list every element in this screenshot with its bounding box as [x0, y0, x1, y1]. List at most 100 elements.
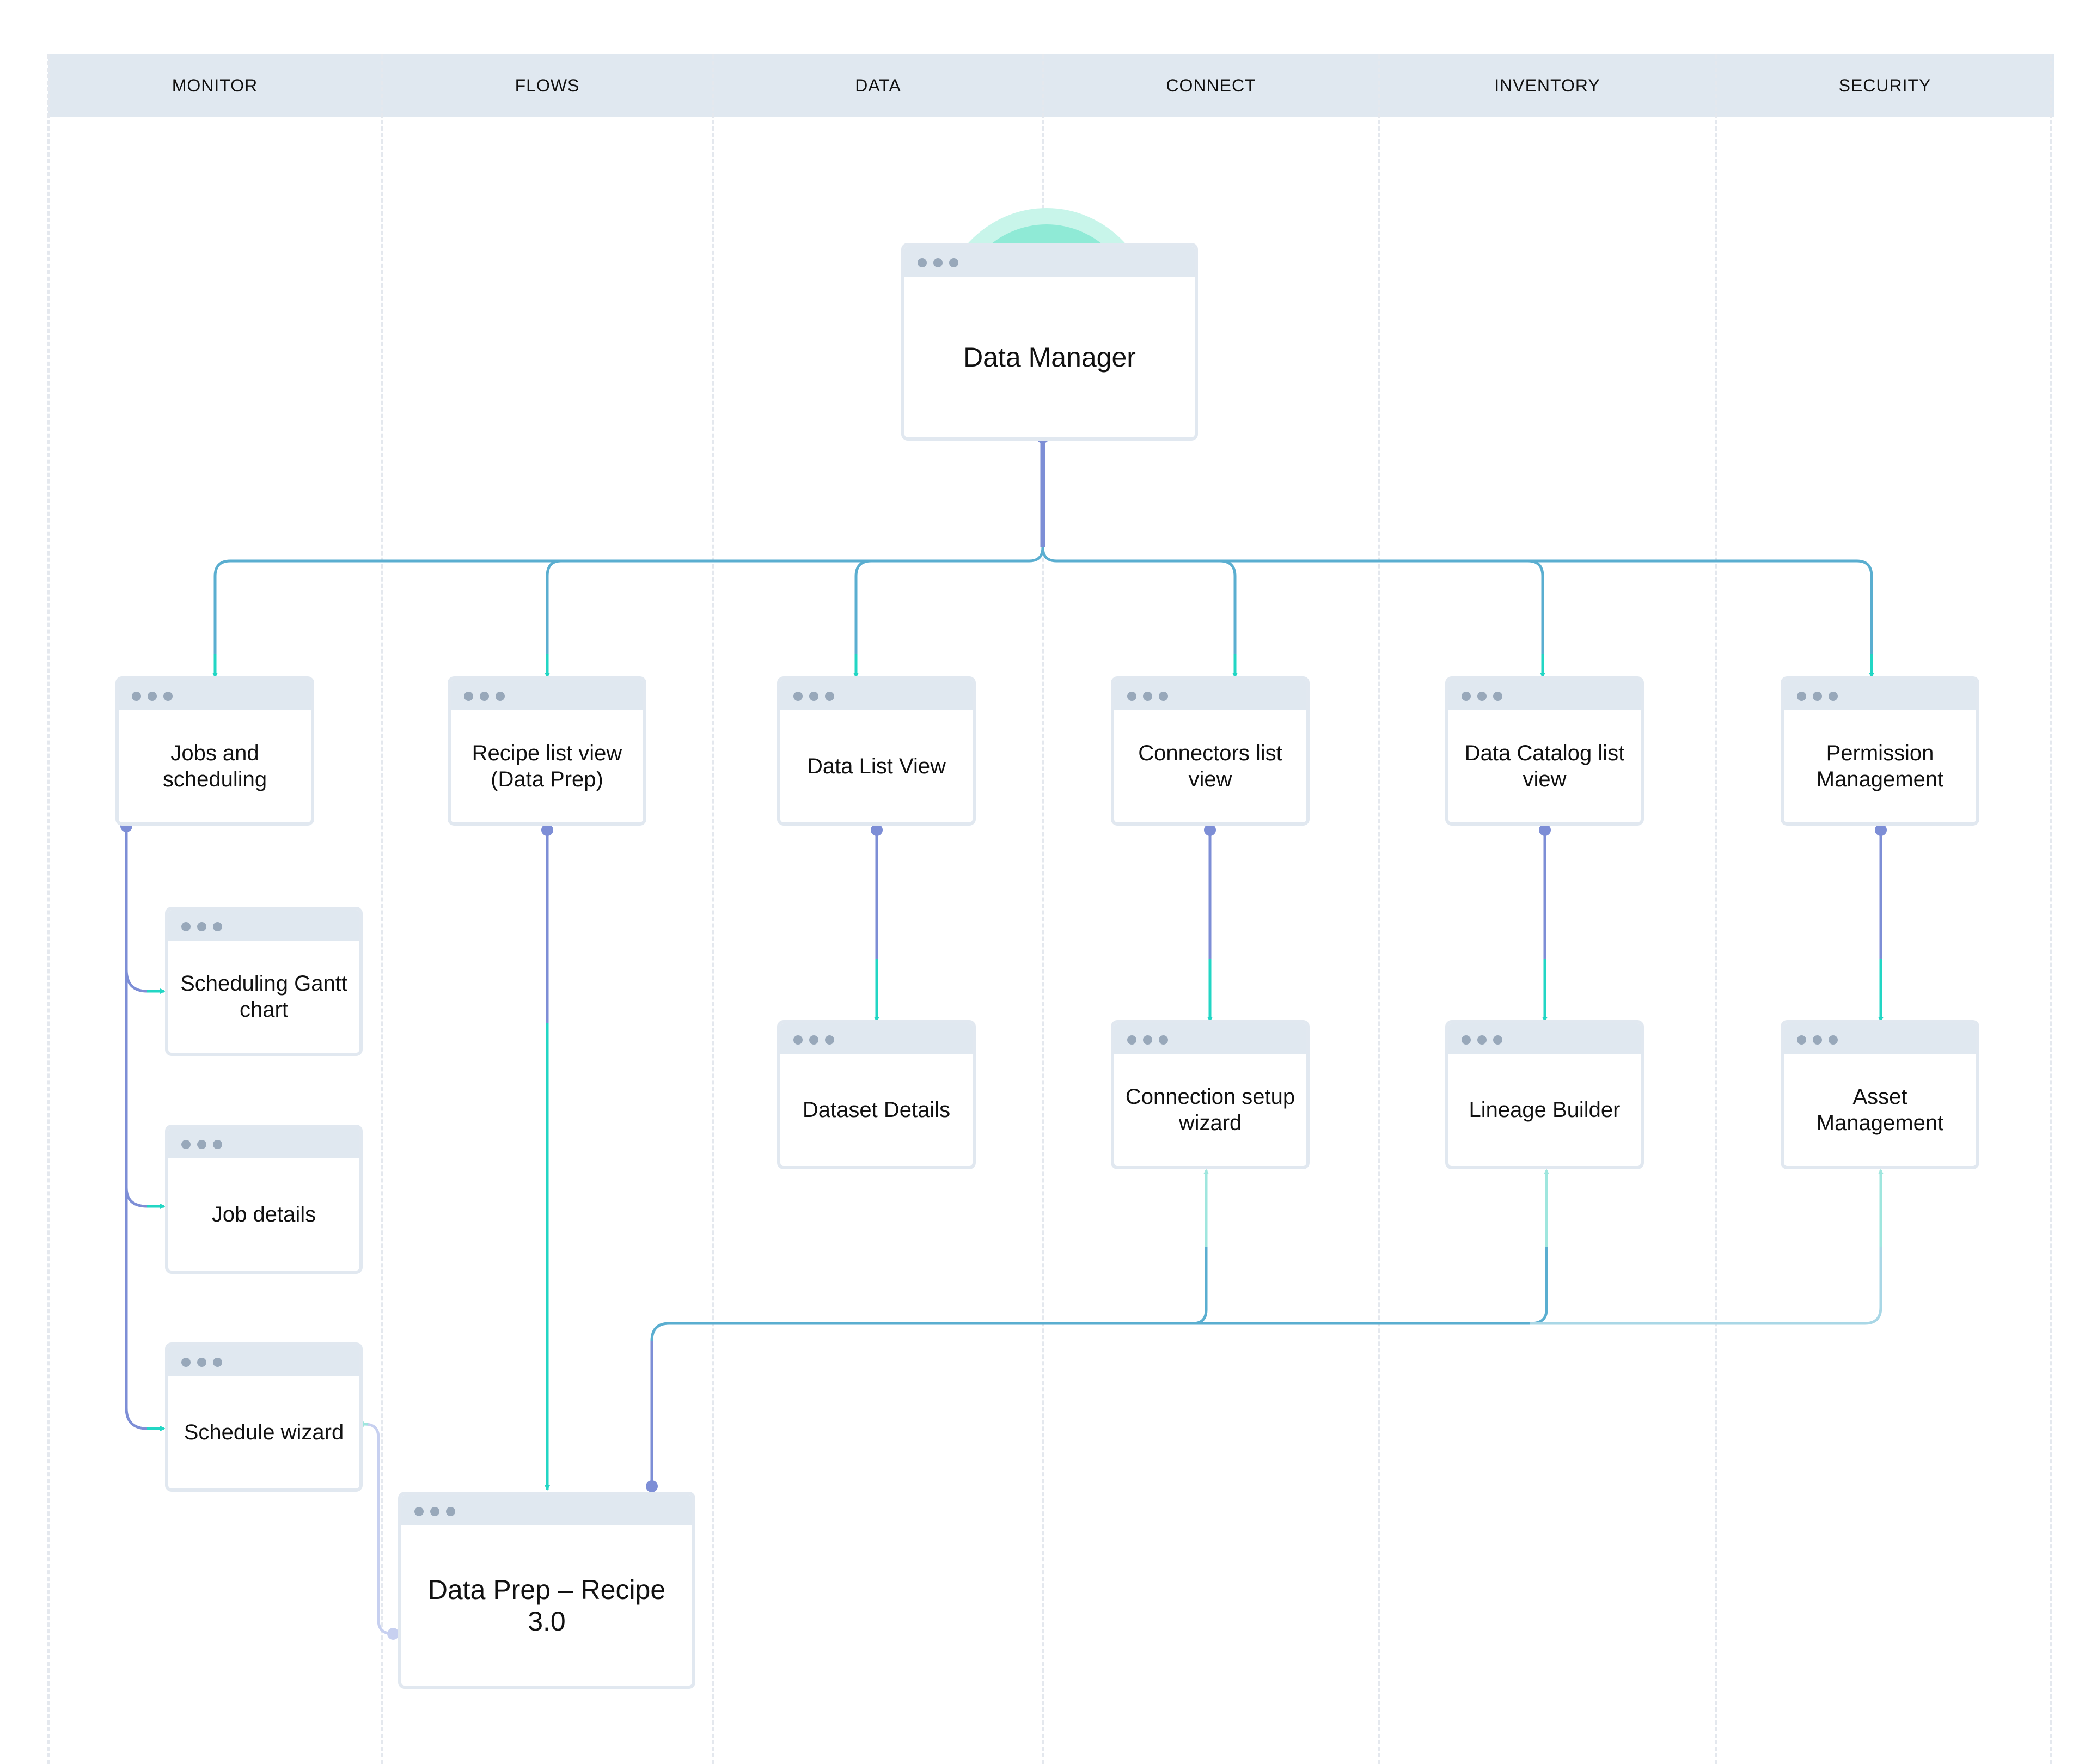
window-dot-icon: [825, 692, 834, 701]
window-dot-icon: [1462, 1035, 1471, 1045]
node-label: Recipe list view (Data Prep): [472, 741, 622, 791]
node-asset-management[interactable]: Asset Management: [1781, 1020, 1979, 1169]
connector-dot: [1204, 824, 1216, 836]
node-data-prep-recipe[interactable]: Data Prep – Recipe 3.0: [398, 1492, 695, 1689]
window-titlebar: [780, 680, 973, 710]
window-dot-icon: [1462, 692, 1471, 701]
node-recipe-list[interactable]: Recipe list view (Data Prep): [448, 676, 646, 826]
branch-inventory: [1527, 559, 1544, 678]
window-dot-icon: [1127, 1035, 1136, 1045]
window-dot-icon: [825, 1035, 834, 1045]
window-dot-icon: [496, 692, 505, 701]
lane-divider: [1378, 54, 1380, 1764]
window-dot-icon: [933, 258, 943, 267]
window-dot-icon: [1493, 1035, 1502, 1045]
window-dot-icon: [181, 1358, 191, 1367]
window-dot-icon: [809, 692, 818, 701]
node-data-list[interactable]: Data List View: [777, 676, 976, 826]
node-data-manager[interactable]: Data Manager: [901, 243, 1198, 441]
node-label: Schedule wizard: [184, 1420, 344, 1444]
node-label: Connectors list view: [1138, 741, 1282, 791]
window-titlebar: [168, 1128, 359, 1158]
window-dot-icon: [163, 692, 173, 701]
window-titlebar: [1784, 1023, 1976, 1054]
lane-header-flows: FLOWS: [382, 54, 713, 117]
node-label: Data Manager: [963, 341, 1136, 373]
node-jobs-scheduling[interactable]: Jobs and scheduling: [115, 676, 314, 826]
lane-label: DATA: [855, 75, 901, 95]
window-dot-icon: [1829, 1035, 1838, 1045]
window-titlebar: [168, 1346, 359, 1376]
window-dot-icon: [430, 1507, 439, 1516]
window-dot-icon: [213, 1140, 222, 1149]
node-connectors-list[interactable]: Connectors list view: [1111, 676, 1310, 826]
window-dot-icon: [197, 1358, 206, 1367]
node-connection-wizard[interactable]: Connection setup wizard: [1111, 1020, 1310, 1169]
node-label: Jobs and scheduling: [162, 741, 267, 791]
lane-label: INVENTORY: [1494, 75, 1600, 95]
recipe-to-schedule-line: [359, 1423, 394, 1635]
node-job-details[interactable]: Job details: [165, 1125, 363, 1274]
lane-divider: [1715, 54, 1717, 1764]
window-dot-icon: [1813, 692, 1822, 701]
window-titlebar: [1114, 680, 1306, 710]
window-dot-icon: [1797, 1035, 1806, 1045]
node-label: Data List View: [807, 754, 946, 778]
window-dot-icon: [1127, 692, 1136, 701]
lane-header-connect: CONNECT: [1043, 54, 1379, 117]
return-bus-security: [1530, 1242, 1882, 1325]
node-label: Lineage Builder: [1469, 1098, 1621, 1122]
node-label: Job details: [211, 1203, 316, 1226]
lane-divider: [712, 54, 714, 1764]
window-titlebar: [1448, 680, 1641, 710]
return-bus-inventory: [1193, 1242, 1548, 1325]
node-dataset-details[interactable]: Dataset Details: [777, 1020, 976, 1169]
window-dot-icon: [213, 1358, 222, 1367]
lane-divider: [2050, 54, 2052, 1764]
window-dot-icon: [197, 1140, 206, 1149]
return-bus-connect: [650, 1242, 1208, 1341]
lane-header-data: DATA: [713, 54, 1043, 117]
node-lineage-builder[interactable]: Lineage Builder: [1445, 1020, 1644, 1169]
window-dot-icon: [949, 258, 958, 267]
window-dot-icon: [181, 922, 191, 931]
window-dot-icon: [1143, 692, 1152, 701]
connector-dot: [1875, 824, 1887, 836]
node-label: Scheduling Gantt chart: [180, 972, 347, 1022]
lane-header-monitor: MONITOR: [48, 54, 382, 117]
window-dot-icon: [1493, 692, 1502, 701]
monitor-trunk: [125, 827, 163, 1430]
lane-label: SECURITY: [1838, 75, 1931, 95]
window-dot-icon: [414, 1507, 424, 1516]
window-dot-icon: [1477, 692, 1487, 701]
node-label: Permission Management: [1816, 741, 1944, 791]
node-schedule-wizard[interactable]: Schedule wizard: [165, 1342, 363, 1492]
window-dot-icon: [213, 922, 222, 931]
window-dot-icon: [1143, 1035, 1152, 1045]
node-permission-management[interactable]: Permission Management: [1781, 676, 1979, 826]
node-label: Data Catalog list view: [1464, 741, 1625, 791]
connector-dot: [541, 824, 553, 836]
node-scheduling-gantt[interactable]: Scheduling Gantt chart: [165, 907, 363, 1056]
node-data-catalog[interactable]: Data Catalog list view: [1445, 676, 1644, 826]
window-titlebar: [451, 680, 643, 710]
window-titlebar: [904, 246, 1195, 277]
window-dot-icon: [918, 258, 927, 267]
window-dot-icon: [1813, 1035, 1822, 1045]
window-titlebar: [119, 680, 311, 710]
window-dot-icon: [809, 1035, 818, 1045]
node-label: Connection setup wizard: [1125, 1085, 1295, 1135]
lane-divider: [1042, 54, 1044, 1764]
window-titlebar: [401, 1495, 692, 1525]
window-titlebar: [1784, 680, 1976, 710]
window-dot-icon: [132, 692, 141, 701]
window-dot-icon: [480, 692, 489, 701]
lane-label: FLOWS: [515, 75, 580, 95]
window-dot-icon: [464, 692, 473, 701]
window-titlebar: [1448, 1023, 1641, 1054]
window-titlebar: [1114, 1023, 1306, 1054]
window-dot-icon: [148, 692, 157, 701]
window-dot-icon: [197, 922, 206, 931]
window-titlebar: [780, 1023, 973, 1054]
